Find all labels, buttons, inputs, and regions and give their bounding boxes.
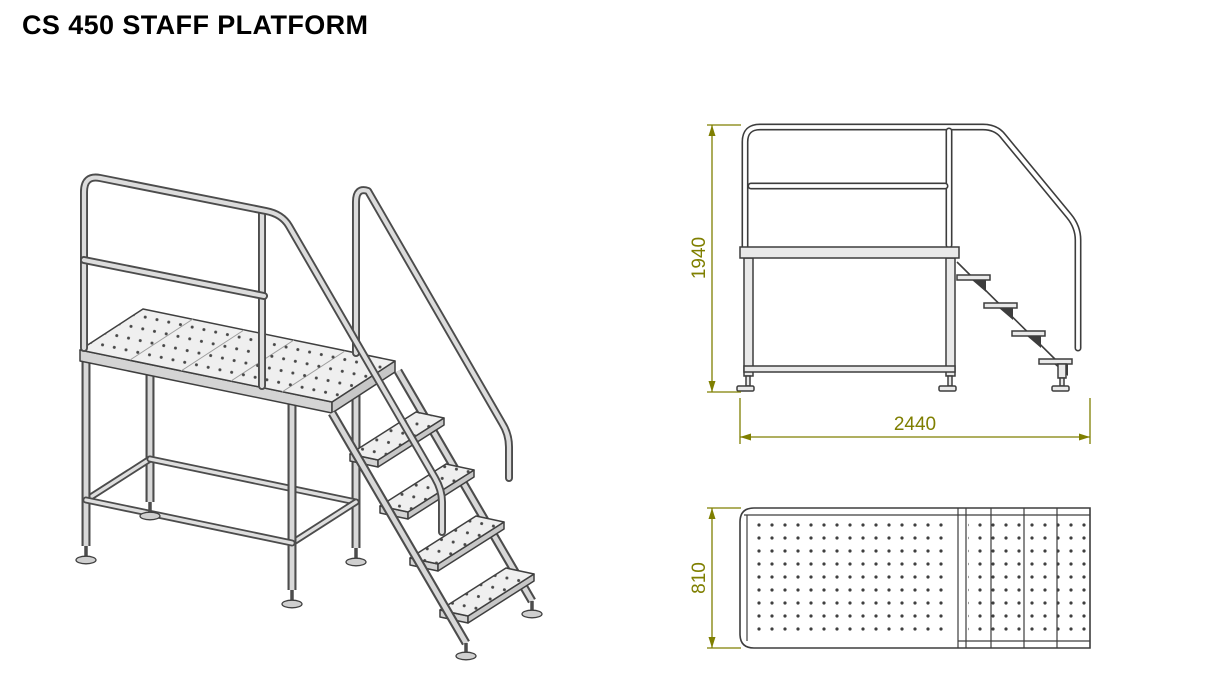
plan-outline bbox=[739, 507, 1091, 649]
drawing-title: CS 450 STAFF PLATFORM bbox=[22, 10, 369, 40]
height-dimension-label: 1940 bbox=[689, 237, 710, 279]
stair-stringer-near bbox=[332, 413, 477, 661]
plan-stair-treads bbox=[957, 508, 1086, 648]
side-feet bbox=[736, 375, 957, 392]
length-dimension: 2440 bbox=[739, 398, 1091, 444]
plan-deck-perforations bbox=[754, 521, 950, 633]
side-handrail bbox=[745, 127, 1078, 348]
length-dimension-label: 2440 bbox=[894, 414, 936, 435]
stair-stringer-far bbox=[398, 371, 543, 619]
width-dimension: 810 bbox=[689, 507, 741, 649]
deck-perforations bbox=[80, 309, 395, 402]
platform-deck bbox=[79, 308, 396, 414]
side-elevation-view bbox=[736, 127, 1078, 392]
side-staircase bbox=[956, 261, 1073, 392]
adjustable-feet bbox=[75, 502, 367, 609]
isometric-view bbox=[75, 178, 543, 661]
side-platform-frame bbox=[739, 246, 960, 377]
width-dimension-label: 810 bbox=[689, 562, 710, 594]
plan-tread-perforations bbox=[968, 521, 1086, 633]
plan-view bbox=[739, 507, 1091, 649]
height-dimension: 1940 bbox=[689, 124, 741, 393]
